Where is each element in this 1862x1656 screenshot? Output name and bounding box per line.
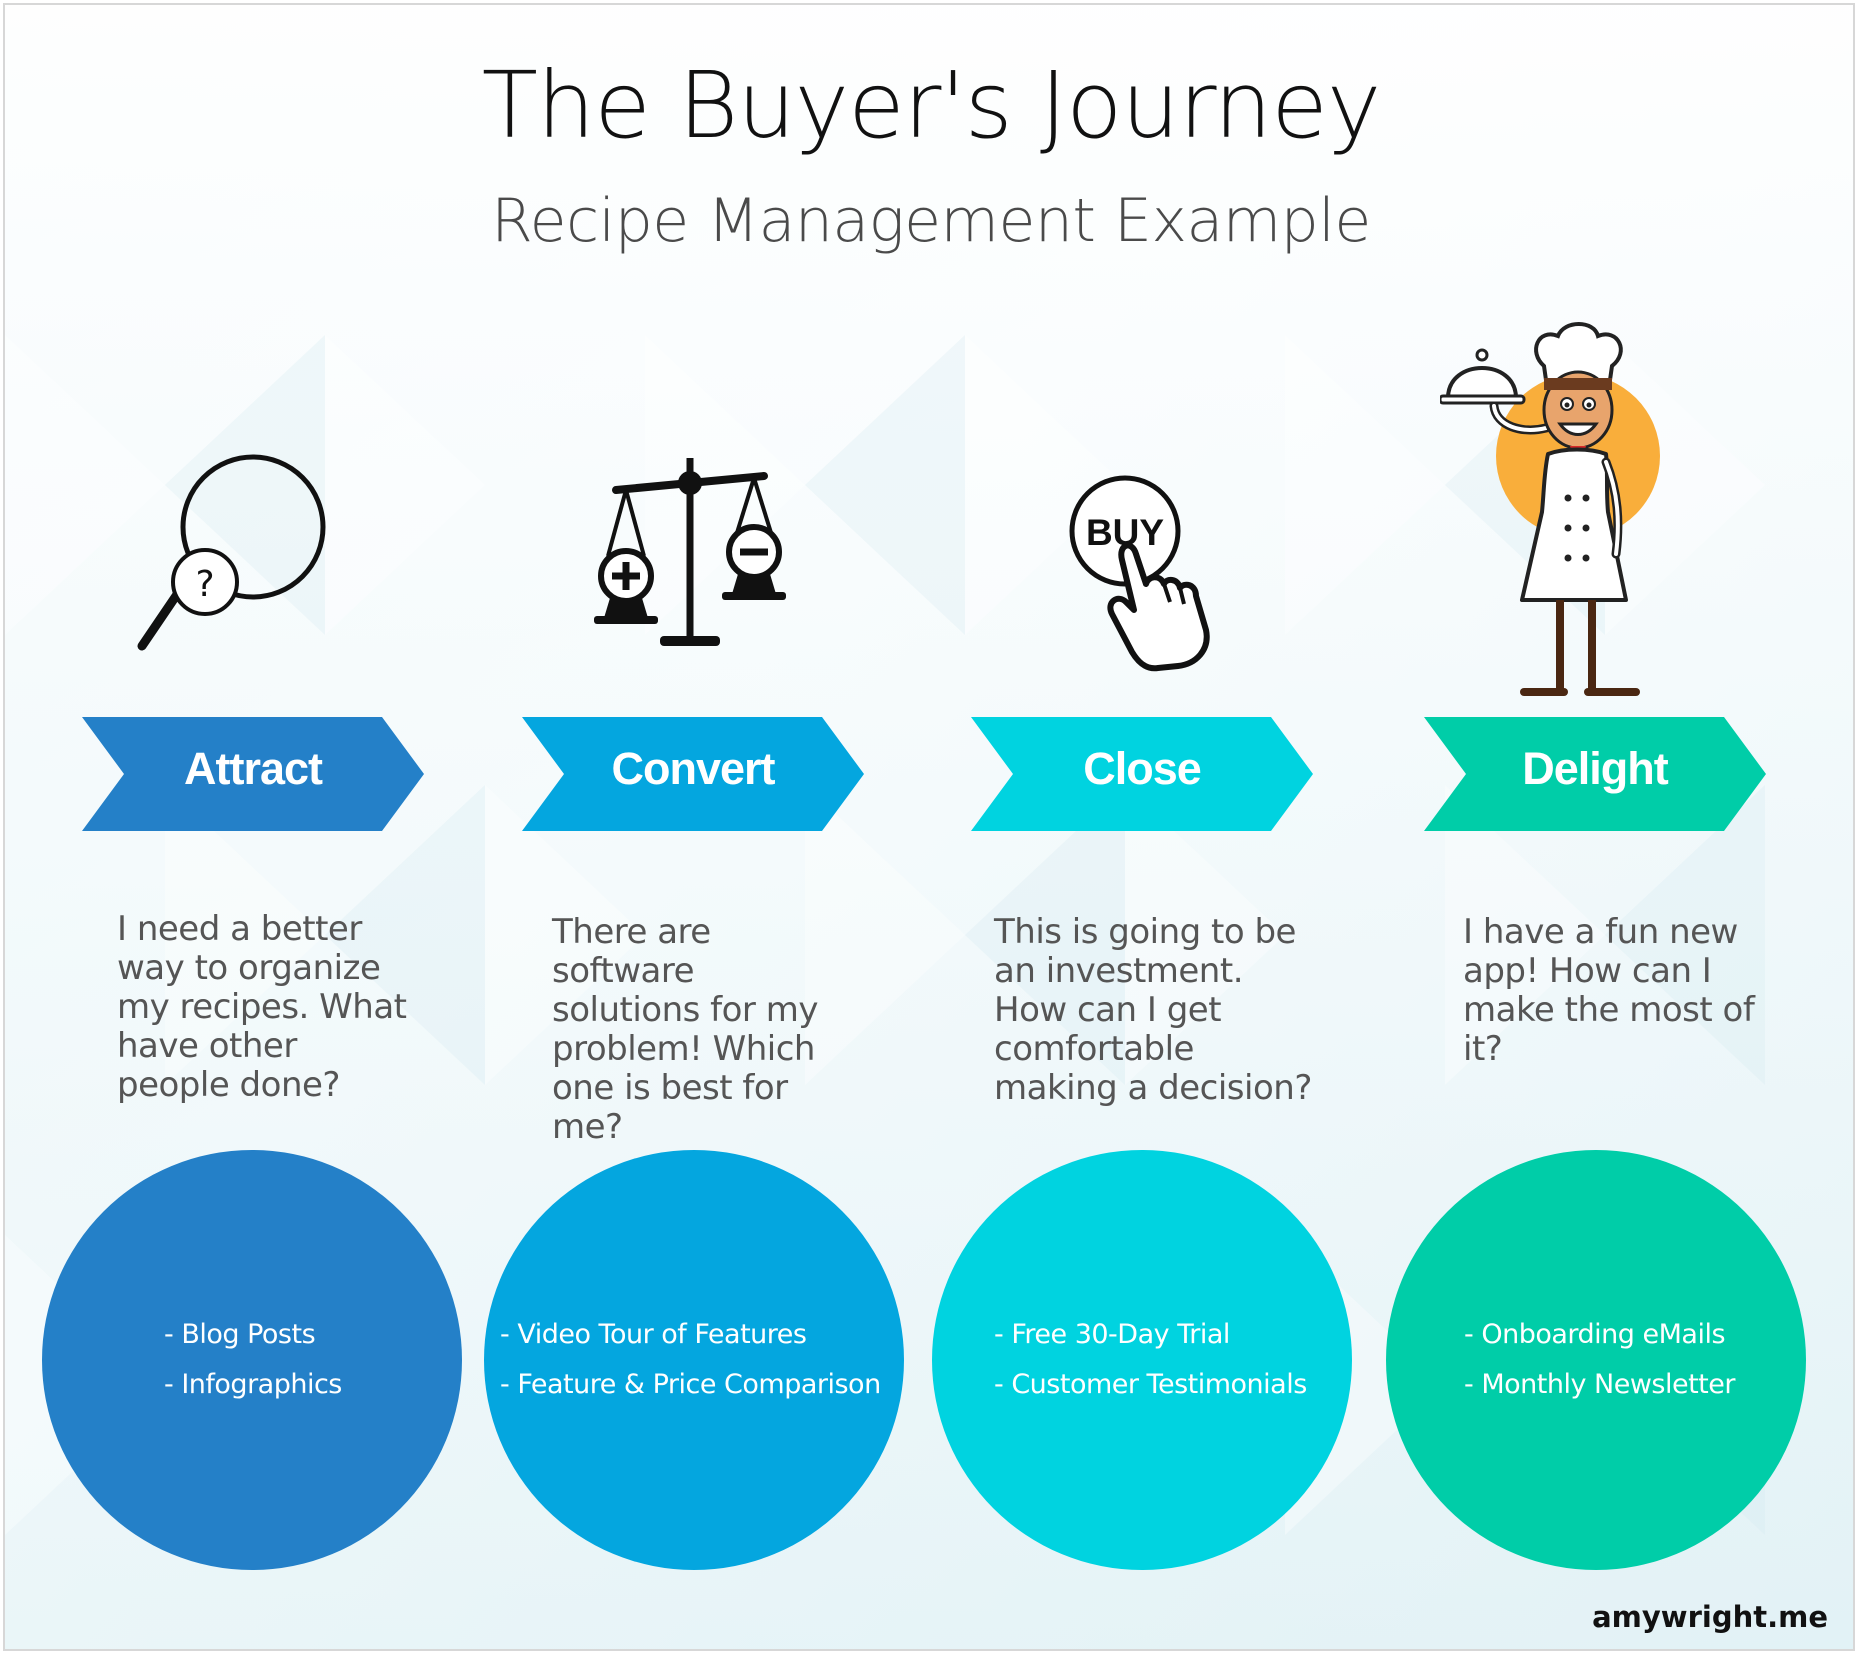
buy-button-hand-icon: BUY bbox=[1069, 475, 1210, 672]
stage-circle-convert: - Video Tour of Features - Feature & Pri… bbox=[484, 1150, 904, 1570]
balance-scale-icon bbox=[594, 458, 786, 646]
page-subtitle: Recipe Management Example bbox=[491, 186, 1371, 256]
svg-text:?: ? bbox=[195, 564, 214, 605]
page-title: The Buyer's Journey bbox=[481, 52, 1382, 159]
chevron-shape bbox=[522, 717, 864, 831]
content-item: - Infographics bbox=[164, 1369, 342, 1400]
stage-question-close: This is going to be an investment. How c… bbox=[994, 912, 1312, 1108]
stage-circle-close: - Free 30-Day Trial - Customer Testimoni… bbox=[932, 1150, 1352, 1570]
magnifier-question-icon: ? bbox=[137, 454, 326, 651]
stage-circle-attract: - Blog Posts - Infographics bbox=[42, 1150, 462, 1570]
stage-question-attract: I need a better way to organize my recip… bbox=[117, 909, 407, 1105]
chevron-close bbox=[971, 717, 1313, 831]
content-item: - Onboarding eMails bbox=[1464, 1319, 1726, 1350]
chevron-shape bbox=[971, 717, 1313, 831]
stage-label-convert: Convert bbox=[611, 743, 775, 794]
stage-circle-delight: - Onboarding eMails - Monthly Newsletter bbox=[1386, 1150, 1806, 1570]
brand-url: amywright.me bbox=[1592, 1600, 1828, 1634]
chevron-shape bbox=[1424, 717, 1766, 831]
chevron-delight bbox=[1424, 717, 1766, 831]
stage-question-convert: There are software solutions for my prob… bbox=[552, 912, 818, 1147]
stage-label-close: Close bbox=[1083, 743, 1202, 794]
stage-label-attract: Attract bbox=[183, 743, 323, 794]
content-item: - Video Tour of Features bbox=[500, 1319, 807, 1350]
content-item: - Feature & Price Comparison bbox=[500, 1369, 881, 1400]
content-item: - Free 30-Day Trial bbox=[994, 1319, 1230, 1350]
chevron-attract bbox=[82, 717, 424, 831]
stage-label-delight: Delight bbox=[1522, 743, 1669, 794]
content-item: - Customer Testimonials bbox=[994, 1369, 1307, 1400]
stage-question-delight: I have a fun new app! How can I make the… bbox=[1463, 912, 1755, 1069]
content-item: - Monthly Newsletter bbox=[1464, 1369, 1735, 1400]
chef-with-cloche-icon bbox=[1440, 322, 1660, 696]
chevron-shape bbox=[82, 717, 424, 831]
content-item: - Blog Posts bbox=[164, 1319, 316, 1350]
chevron-convert bbox=[522, 717, 864, 831]
